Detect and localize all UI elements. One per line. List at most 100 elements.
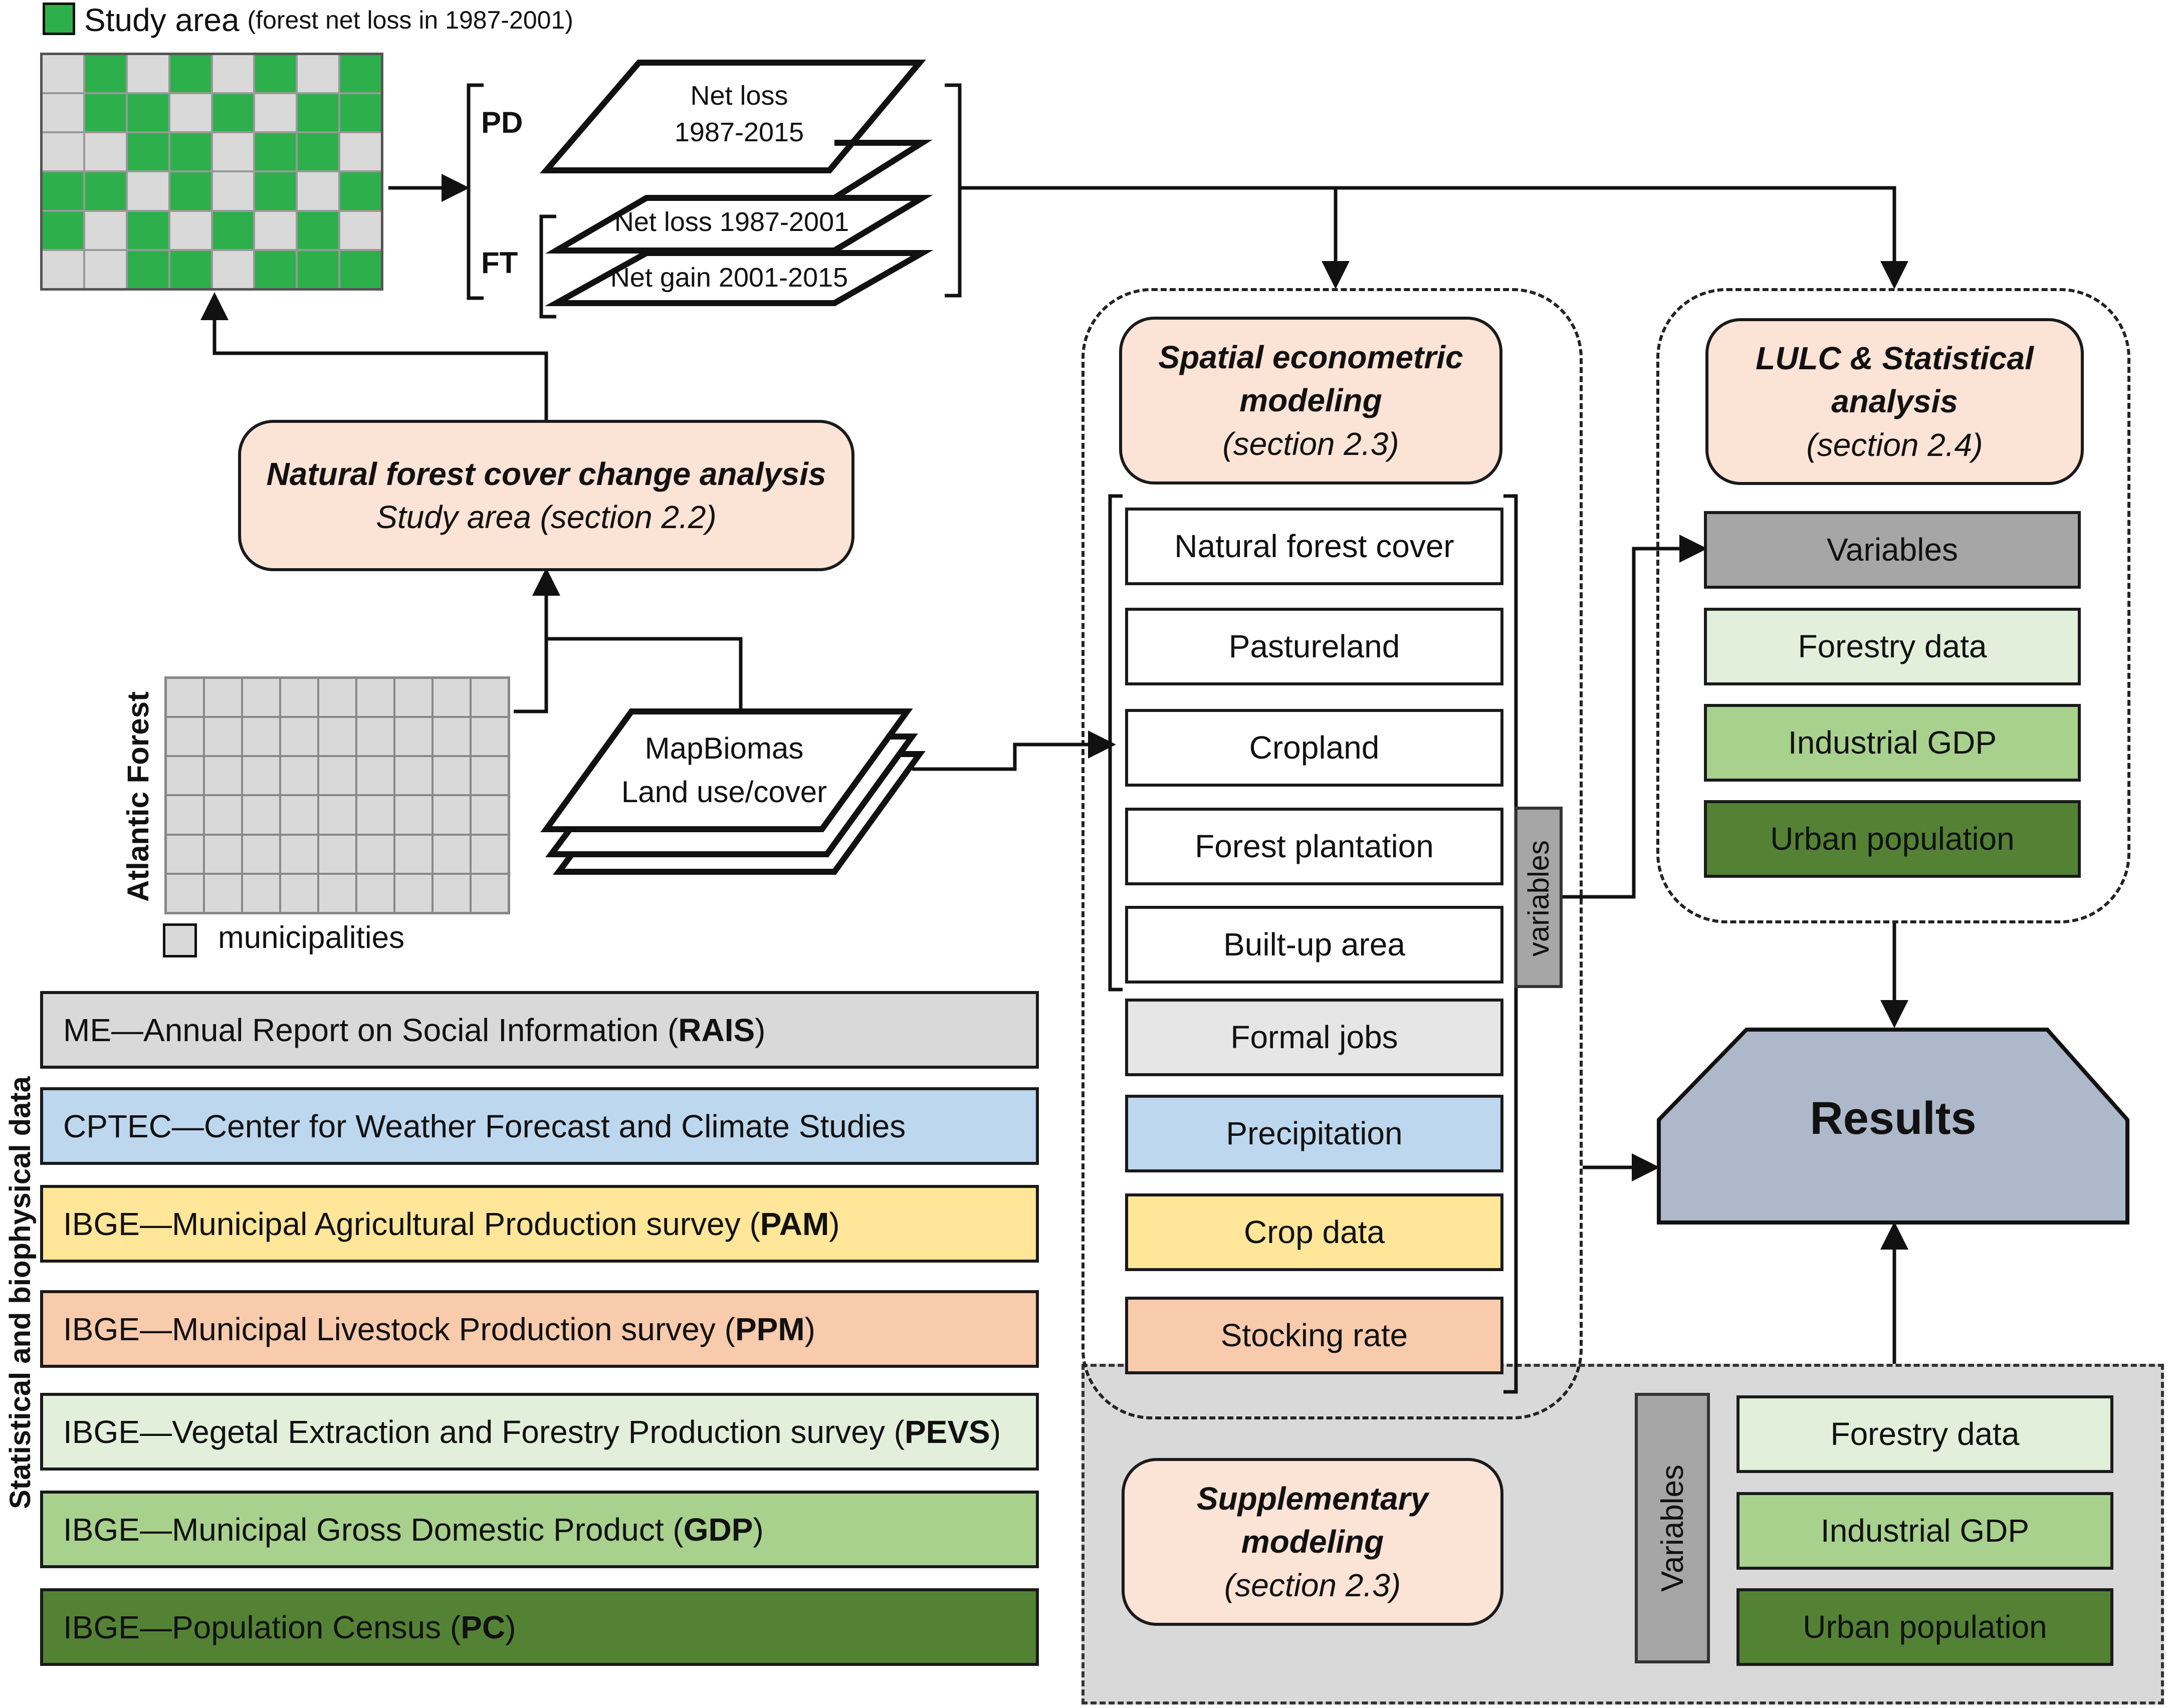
municipality-cell: [281, 718, 317, 756]
municipality-cell: [167, 874, 203, 912]
var-formal-jobs: Formal jobs: [1125, 999, 1503, 1076]
arrow-to-lulc: [1336, 186, 1908, 289]
lulc-variables-header: Variables: [1704, 511, 2081, 589]
natural-forest-box: Natural forest cover change analysis Stu…: [238, 420, 854, 571]
municipality-cell: [167, 718, 203, 756]
study-grid-cell: [127, 133, 168, 171]
arrow-atlantic-to-natural: [514, 568, 560, 713]
municipality-cell: [167, 796, 203, 834]
supplementary-modeling-box: Supplementary modeling (section 2.3): [1122, 1458, 1503, 1626]
study-grid-cell: [85, 133, 126, 171]
results-label: Results: [1810, 1093, 1977, 1144]
source-rais: ME—Annual Report on Social Information (…: [40, 991, 1039, 1069]
var-pastureland: Pastureland: [1125, 608, 1503, 685]
source-pevs: IBGE—Vegetal Extraction and Forestry Pro…: [40, 1393, 1039, 1471]
lulc-industrial-gdp: Industrial GDP: [1704, 704, 2081, 782]
layers-right-bracket: [945, 83, 962, 298]
net-loss-1987-2001-text: Net loss 1987-2001: [614, 207, 849, 237]
study-grid-cell: [340, 133, 381, 171]
study-grid-cell: [298, 55, 339, 93]
municipality-cell: [167, 679, 203, 716]
net-loss-line2: 1987-2015: [674, 117, 804, 147]
municipality-cell: [167, 757, 203, 795]
study-grid-cell: [212, 172, 254, 210]
supp-line1: Supplementary: [1196, 1480, 1429, 1517]
lulc-line2: analysis: [1831, 383, 1958, 420]
study-grid-cell: [340, 55, 381, 93]
study-grid-cell: [170, 251, 211, 288]
municipality-cell: [243, 757, 279, 795]
municipality-cell: [357, 835, 393, 873]
municipality-cell: [281, 835, 317, 873]
municipality-cell: [205, 718, 241, 756]
municipality-cell: [357, 718, 393, 756]
municipality-cell: [243, 796, 279, 834]
net-gain-2001-2015-text: Net gain 2001-2015: [610, 263, 848, 293]
municipality-cell: [205, 757, 241, 795]
municipality-cell: [243, 874, 279, 912]
vars-left-bracket: [1108, 494, 1123, 992]
municipality-cell: [472, 757, 508, 795]
lulc-line1: LULC & Statistical: [1756, 340, 2034, 376]
municipality-cell: [243, 835, 279, 873]
var-cropland: Cropland: [1125, 709, 1503, 787]
municipality-cell: [472, 679, 508, 716]
municipality-cell: [357, 679, 393, 716]
layer-stack-edge: [832, 140, 933, 201]
source-pam: IBGE—Municipal Agricultural Production s…: [40, 1185, 1039, 1263]
study-grid-cell: [255, 172, 296, 210]
municipality-cell: [281, 796, 317, 834]
mapbiomas-line1: MapBiomas: [644, 731, 804, 765]
study-grid-cell: [43, 133, 83, 171]
study-grid-cell: [255, 94, 296, 132]
study-grid-cell: [127, 172, 168, 210]
arrow-mapbiomas-to-vars: [912, 730, 1116, 771]
natural-forest-subtitle: Study area (section 2.2): [376, 499, 717, 535]
study-grid-cell: [170, 55, 211, 93]
municipality-cell: [472, 835, 508, 873]
supp-variables-tag-label: Variables: [1655, 1465, 1690, 1592]
mapbiomas-layer-1: [540, 708, 913, 832]
net-loss-1987-2015-text: Net loss 1987-2015: [626, 78, 852, 151]
municipality-cell: [205, 796, 241, 834]
study-grid-cell: [212, 211, 254, 249]
source-pc: IBGE—Population Census (PC): [40, 1588, 1039, 1666]
study-grid-cell: [85, 55, 126, 93]
atlantic-forest-grid: [164, 676, 510, 914]
supp-line3: (section 2.3): [1224, 1567, 1401, 1603]
supp-urban-population: Urban population: [1737, 1588, 2113, 1666]
municipality-cell: [205, 874, 241, 912]
municipality-cell: [243, 679, 279, 716]
municipality-cell: [205, 679, 241, 716]
municipality-cell: [243, 718, 279, 756]
municipality-cell: [472, 718, 508, 756]
study-grid-cell: [298, 172, 339, 210]
study-grid-cell: [127, 55, 168, 93]
ft-bracket: [539, 214, 556, 319]
study-grid-cell: [340, 251, 381, 288]
municipality-cell: [472, 796, 508, 834]
municipalities-label: municipalities: [218, 920, 405, 955]
results-shape: [1657, 1028, 2129, 1225]
source-cptec: CPTEC—Center for Weather Forecast and Cl…: [40, 1087, 1039, 1165]
study-grid-cell: [298, 133, 339, 171]
study-grid-cell: [85, 94, 126, 132]
lulc-urban-population: Urban population: [1704, 800, 2081, 878]
var-stocking-rate: Stocking rate: [1125, 1297, 1503, 1374]
study-grid-cell: [43, 172, 83, 210]
source-ppm: IBGE—Municipal Livestock Production surv…: [40, 1290, 1039, 1368]
municipality-cell: [281, 757, 317, 795]
study-grid-cell: [170, 211, 211, 249]
spatial-group-outline: [1081, 288, 1583, 1419]
mapbiomas-line2: Land use/cover: [621, 775, 827, 809]
arrow-vars-to-lulc: [1563, 535, 1707, 899]
lulc-forestry-data: Forestry data: [1704, 608, 2081, 685]
study-grid-cell: [255, 211, 296, 249]
municipality-cell: [167, 835, 203, 873]
study-area-legend: Study area (forest net loss in 1987-2001…: [84, 0, 573, 40]
municipality-cell: [433, 757, 470, 795]
study-grid-cell: [212, 94, 254, 132]
study-grid-cell: [298, 251, 339, 288]
study-grid-cell: [340, 94, 381, 132]
